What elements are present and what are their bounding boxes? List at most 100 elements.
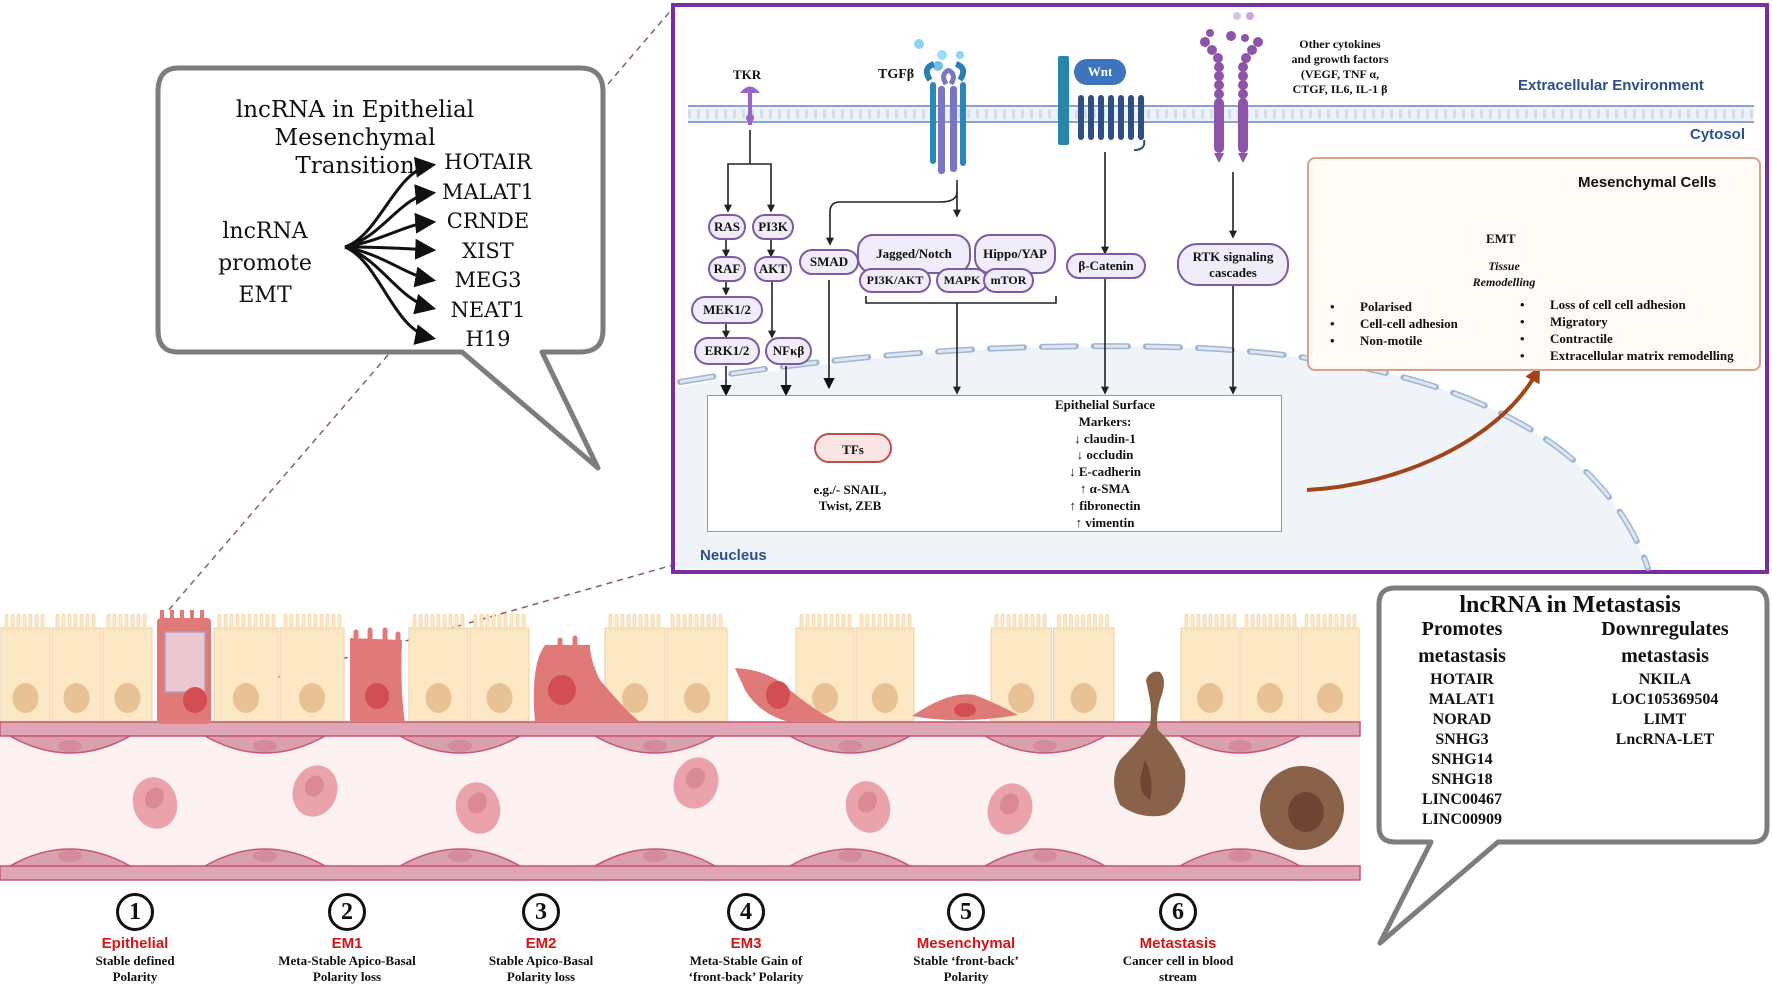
region-label-extracellular: Extracellular Environment (1518, 77, 1704, 94)
marker-item: ↓ E-cadherin (1030, 464, 1180, 481)
tissue-remodelling-line1: Tissue (1488, 259, 1520, 273)
wnt-receptor (1058, 56, 1146, 151)
metastasis-callout-bubble (1376, 585, 1770, 946)
em1-cell (350, 627, 405, 722)
stage-desc-line1: Stable ‘front-back’ (913, 953, 1019, 968)
stage-desc-line2: Polarity loss (506, 969, 576, 984)
stage-desc-line1: Meta-Stable Gain of (689, 953, 803, 968)
markers-title-line2: Markers: (1078, 413, 1132, 429)
lncrna-item: NEAT1 (450, 297, 526, 322)
epithelial-cell (469, 613, 530, 723)
epithelial-cell (1300, 613, 1360, 723)
downregulates-metastasis-column: Downregulates metastasis NKILA LOC105369… (1585, 616, 1745, 750)
other-cytokines-label: Other cytokines and growth factors (VEGF… (1270, 37, 1410, 97)
stage-desc-line1: Stable Apico-Basal (488, 953, 594, 968)
mesenchymal-traits-list: Loss of cell cell adhesion Migratory Con… (1520, 296, 1734, 364)
stage-desc-line2: Polarity (943, 969, 989, 984)
node-jagged-notch: Jagged/Notch (857, 234, 971, 274)
epithelial-cell (1240, 613, 1300, 723)
node-ras: RAS (708, 214, 746, 240)
arrow-up-icon: ↑ (1079, 480, 1087, 496)
trait-item: Migratory (1520, 313, 1734, 330)
trait-item: Non-motile (1330, 332, 1458, 349)
stage-number-badge: 3 (522, 893, 560, 931)
marker-item: ↑ fibronectin (1030, 498, 1180, 515)
arrow-up-icon: ↑ (1069, 497, 1077, 513)
stage-number-badge: 1 (116, 893, 154, 931)
stage-name: EM1 (331, 935, 363, 952)
mesenchymal-cell (912, 694, 1018, 721)
stage-epithelial: 1 Epithelial Stable defined Polarity (25, 893, 245, 985)
stage-em1: 2 EM1 Meta-Stable Apico-Basal Polarity l… (237, 893, 457, 985)
rtk-line1: RTK signaling (1192, 248, 1274, 264)
arrow-down-icon: ↓ (1069, 464, 1076, 480)
node-mek: MEK1/2 (691, 296, 763, 324)
transcription-factor-node: TFs (814, 433, 892, 463)
marker-name: claudin-1 (1083, 430, 1136, 446)
lncrna-item: HOTAIR (444, 150, 532, 174)
promotes-item: SNHG3 (1435, 731, 1489, 748)
marker-item: ↓ claudin-1 (1030, 431, 1180, 448)
other-cytokines-line3: (VEGF, TNF α, (1300, 67, 1380, 81)
node-mtor: mTOR (983, 268, 1034, 293)
stage-desc-line1: Meta-Stable Apico-Basal (278, 953, 416, 968)
trait-item: Extracellular matrix remodelling (1520, 347, 1734, 364)
epithelial-cell (1180, 613, 1240, 723)
stage-em3: 4 EM3 Meta-Stable Gain of ‘front-back’ P… (636, 893, 856, 985)
stage-name: Epithelial (101, 935, 169, 952)
stage-mesenchymal: 5 Mesenchymal Stable ‘front-back’ Polari… (856, 893, 1076, 985)
emt-center-label: lncRNA promote EMT (195, 216, 335, 312)
epithelial-cell (213, 613, 279, 723)
emt-title-line2: Transition (295, 153, 415, 179)
tgfb-receptor (914, 39, 967, 174)
epithelial-highlight-cell (157, 610, 211, 724)
marker-name: vimentin (1085, 514, 1135, 530)
pathway-arrows (720, 130, 1237, 397)
node-rtk-cascades: RTK signaling cascades (1177, 243, 1289, 286)
node-pi3k: PI3K (752, 214, 794, 240)
marker-item: ↑ α-SMA (1030, 481, 1180, 498)
red-blood-cell (673, 757, 719, 809)
metastasis-callout-title: lncRNA in Metastasis (1459, 592, 1681, 618)
zoom-region-marker (164, 631, 206, 693)
trait-item: Polarised (1330, 298, 1458, 315)
stage-name: EM3 (730, 935, 762, 952)
node-raf: RAF (708, 256, 746, 282)
tissue-remodelling-label: Tissue Remodelling (1464, 258, 1544, 290)
node-mapk: MAPK (936, 268, 988, 293)
node-beta-catenin: β-Catenin (1066, 253, 1146, 279)
marker-name: occludin (1086, 447, 1134, 463)
epithelial-cell (855, 613, 915, 723)
downregulates-header-line1: Downregulates (1601, 618, 1729, 640)
emt-outcome-arrow (1306, 366, 1541, 492)
tkr-receptor (740, 86, 760, 125)
promotes-item: NORAD (1432, 711, 1492, 728)
epithelial-traits-list: Polarised Cell-cell adhesion Non-motile (1330, 298, 1458, 349)
promotes-item: SNHG18 (1431, 771, 1493, 788)
epithelial-cell (51, 613, 102, 723)
cytokine-receptor (1200, 12, 1263, 163)
stage-number-badge: 5 (947, 893, 985, 931)
stage-number-badge: 4 (727, 893, 765, 931)
promotes-item: SNHG14 (1431, 751, 1493, 768)
epithelial-markers: Epithelial Surface Markers: ↓ claudin-1 … (1030, 397, 1180, 531)
markers-title-line1: Epithelial Surface (1054, 397, 1156, 412)
trait-item: Cell-cell adhesion (1330, 315, 1458, 332)
emt-callout-bubble (155, 65, 606, 471)
promotes-header-line1: Promotes (1421, 618, 1503, 640)
emt-center-line2: promote EMT (218, 251, 312, 308)
node-smad: SMAD (799, 249, 859, 275)
downregulates-item: LncRNA-LET (1615, 731, 1715, 748)
mesenchymal-box-title: Mesenchymal Cells (1578, 174, 1717, 191)
stage-desc-line2: Polarity (112, 969, 158, 984)
intravasating-cancer-cell (1114, 671, 1186, 817)
emt-callout-title: lncRNA in Epithelial Mesenchymal Transit… (175, 96, 535, 180)
em2-cell (533, 635, 640, 722)
stage-name: Metastasis (1139, 935, 1217, 952)
other-cytokines-line2: and growth factors (1291, 52, 1389, 66)
lncrna-item: CRNDE (446, 209, 530, 233)
arrow-down-icon: ↓ (1074, 430, 1081, 446)
marker-item: ↑ vimentin (1030, 515, 1180, 532)
tgfb-label: TGFβ (878, 67, 915, 82)
